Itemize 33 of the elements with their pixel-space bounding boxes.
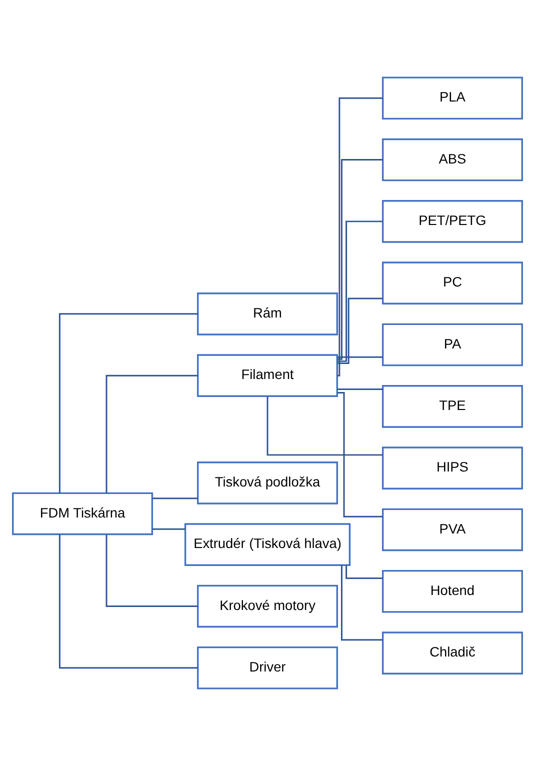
node-box: TPE: [382, 385, 523, 428]
connector: [152, 498, 198, 500]
node-box: Driver: [197, 646, 338, 690]
connector: [337, 388, 383, 390]
node-box: Tisková podložka: [197, 462, 338, 504]
node-box: FDM Tiskárna: [12, 492, 154, 536]
connector: [337, 298, 383, 364]
connector: [266, 396, 383, 456]
node-box: PC: [382, 262, 523, 304]
connector: [346, 565, 383, 579]
node-box: PA: [382, 323, 523, 366]
connector: [106, 534, 198, 607]
node-box: Chladič: [382, 632, 523, 674]
node-box: ABS: [382, 138, 523, 182]
connector: [337, 392, 383, 518]
node-box: Filament: [197, 354, 338, 397]
connector: [337, 356, 383, 358]
connector: [340, 565, 383, 641]
connector: [336, 97, 383, 376]
node-box: PLA: [382, 76, 523, 120]
connector: [337, 220, 383, 362]
connector: [152, 528, 186, 530]
node-box: Extrudér (Tisková hlava): [184, 523, 351, 566]
node-box: Rám: [197, 292, 338, 336]
node-box: Krokové motory: [197, 584, 338, 628]
node-box: Hotend: [382, 570, 523, 613]
connector: [58, 534, 198, 669]
node-box: PVA: [382, 508, 523, 552]
node-box: PET/PETG: [382, 200, 523, 243]
node-box: HIPS: [382, 446, 523, 490]
connector: [337, 159, 383, 360]
connector: [106, 374, 198, 494]
connector: [58, 313, 198, 494]
